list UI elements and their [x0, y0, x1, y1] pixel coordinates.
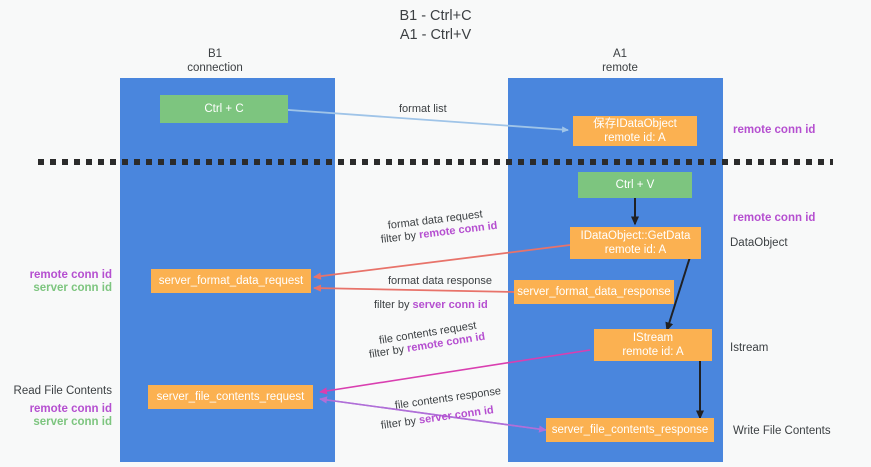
node-server-format-data-response[interactable]: server_format_data_response — [514, 280, 674, 304]
filter-prefix: filter by — [374, 299, 413, 311]
filter-prefix: filter by — [380, 229, 420, 246]
column-header-a1: A1 remote — [602, 48, 638, 74]
node-server-file-contents-response[interactable]: server_file_contents_response — [546, 418, 714, 442]
node-istream[interactable]: IStream remote id: A — [594, 329, 712, 361]
right-label-istream: Istream — [730, 342, 769, 354]
filter-prefix: filter by — [368, 342, 409, 361]
node-ctrl-v[interactable]: Ctrl + V — [578, 172, 692, 198]
left-label-read-file-contents: Read File Contents — [13, 385, 112, 397]
right-label-remote-conn-id-top: remote conn id — [733, 124, 816, 136]
left-label-server-conn-id-bottom: server conn id — [33, 416, 112, 428]
edge-label-format-list: format list — [399, 103, 447, 115]
left-label-server-conn-id-mid: server conn id — [33, 282, 112, 294]
edge-label-format-data-response: format data response — [388, 275, 492, 287]
edge-label-format-data-response-filter: filter by server conn id — [374, 298, 488, 312]
filter-key-server-conn-id: server conn id — [412, 299, 488, 311]
filter-prefix: filter by — [380, 414, 420, 432]
phase-divider — [38, 159, 833, 165]
left-label-remote-conn-id-mid: remote conn id — [29, 269, 112, 281]
node-save-idataobject[interactable]: 保存IDataObject remote id: A — [573, 116, 697, 146]
node-server-format-data-request[interactable]: server_format_data_request — [151, 269, 311, 293]
right-label-remote-conn-id-mid: remote conn id — [733, 212, 816, 224]
right-label-data-object: DataObject — [730, 237, 788, 249]
left-label-remote-conn-id-bottom: remote conn id — [29, 403, 112, 415]
link-format-data-response — [313, 284, 515, 293]
right-label-write-file-contents: Write File Contents — [733, 425, 831, 437]
node-ctrl-c[interactable]: Ctrl + C — [160, 95, 288, 123]
column-header-b1: B1 connection — [187, 48, 243, 74]
node-getdata[interactable]: IDataObject::GetData remote id: A — [570, 227, 701, 259]
node-server-file-contents-request[interactable]: server_file_contents_request — [148, 385, 313, 409]
diagram-title: B1 - Ctrl+C A1 - Ctrl+V — [399, 8, 472, 43]
